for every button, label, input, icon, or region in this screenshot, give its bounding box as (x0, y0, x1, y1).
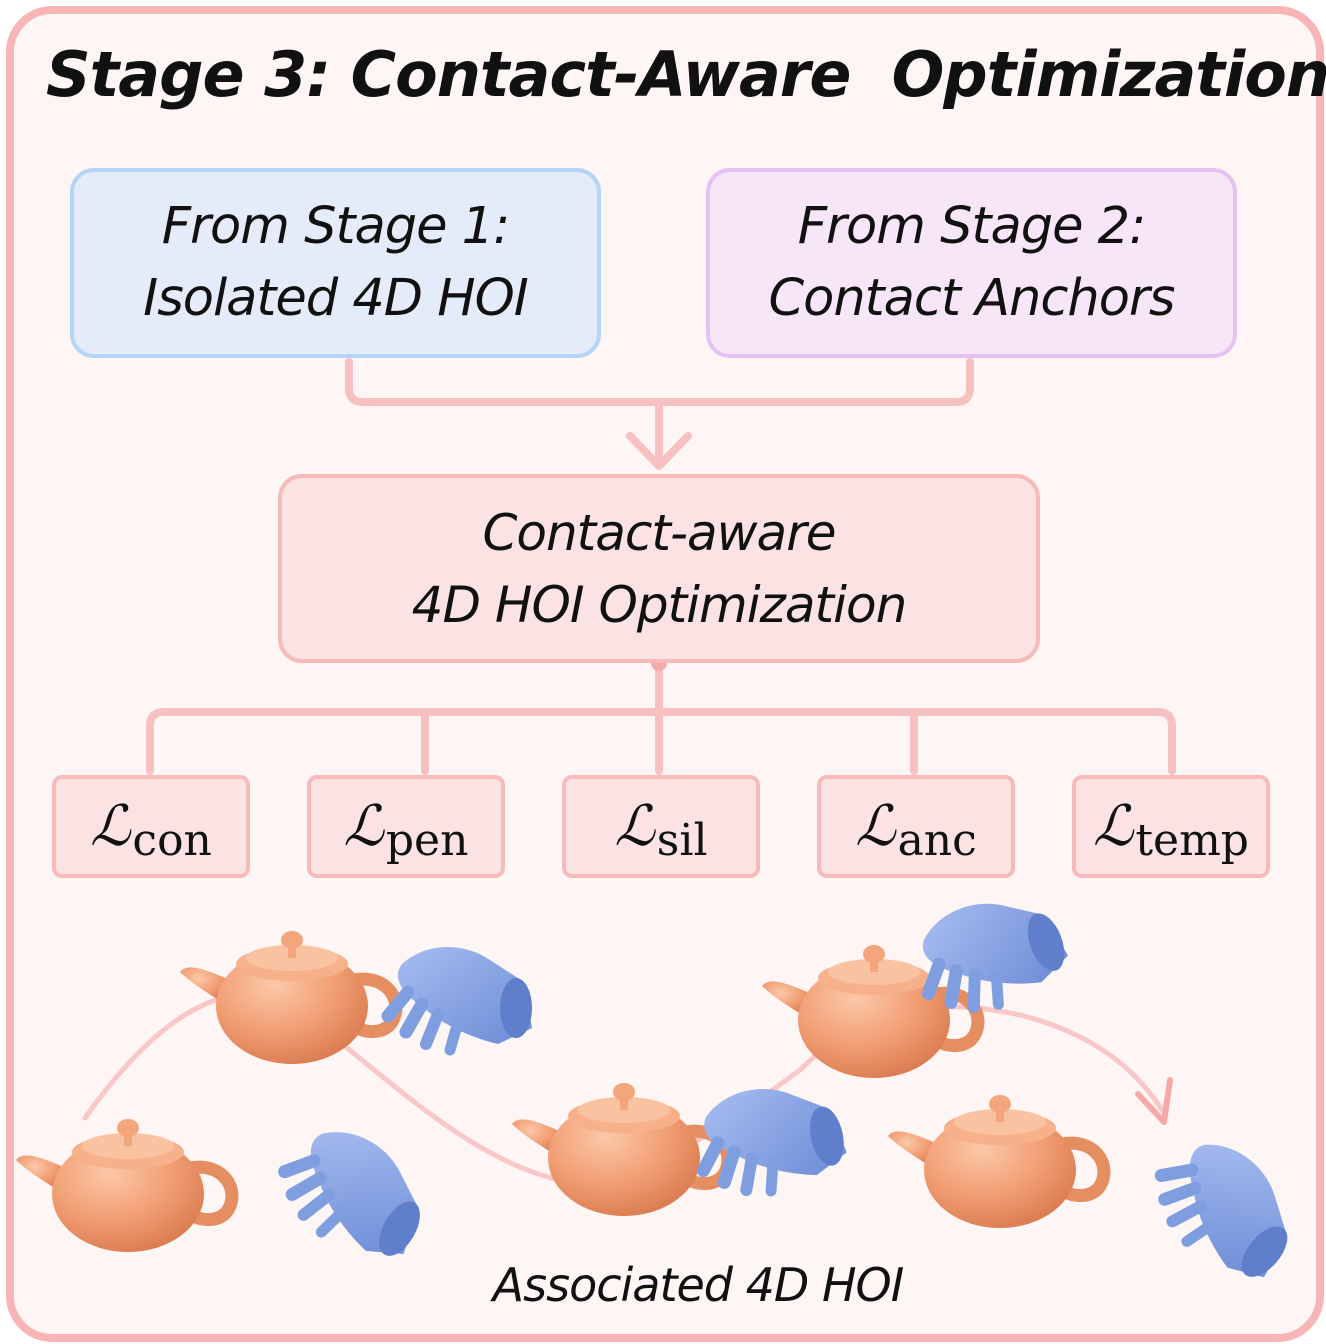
branch-connector (146, 660, 1176, 775)
loss-symbol: ℒ (1093, 793, 1134, 859)
teapot-icon (512, 1083, 728, 1216)
stage1-input-box: From Stage 1: Isolated 4D HOI (70, 168, 601, 358)
diagram-title: Stage 3: Contact-Aware Optimization (46, 38, 1326, 111)
loss-subscript: anc (897, 814, 977, 866)
merge-connector (345, 358, 974, 470)
stage1-line2: Isolated 4D HOI (143, 269, 529, 328)
loss-symbol: ℒ (614, 793, 655, 859)
hand-icon (388, 947, 532, 1050)
optimization-line2: 4D HOI Optimization (411, 575, 908, 634)
loss-subscript: sil (656, 814, 708, 866)
stage1-line1: From Stage 1: (161, 197, 511, 256)
teapot-icon (888, 1095, 1104, 1228)
stage2-input-box: From Stage 2: Contact Anchors (706, 168, 1237, 358)
trajectory-arrowhead-icon (1135, 1077, 1173, 1125)
hand-icon (268, 1112, 444, 1273)
loss-symbol: ℒ (855, 793, 896, 859)
loss-subscript: temp (1135, 814, 1249, 866)
optimization-box: Contact-aware 4D HOI Optimization (278, 474, 1040, 663)
loss-symbol: ℒ (343, 793, 384, 859)
loss-symbol: ℒ (90, 793, 131, 859)
caption: Associated 4D HOI (492, 1258, 905, 1312)
teapot-icon (180, 931, 396, 1064)
stage2-line1: From Stage 2: (797, 197, 1147, 256)
loss-subscript: pen (385, 814, 469, 866)
loss-subscript: con (132, 814, 212, 866)
stage2-line2: Contact Anchors (768, 269, 1176, 328)
optimization-line1: Contact-aware (482, 503, 836, 562)
teapot-icon (16, 1119, 232, 1252)
